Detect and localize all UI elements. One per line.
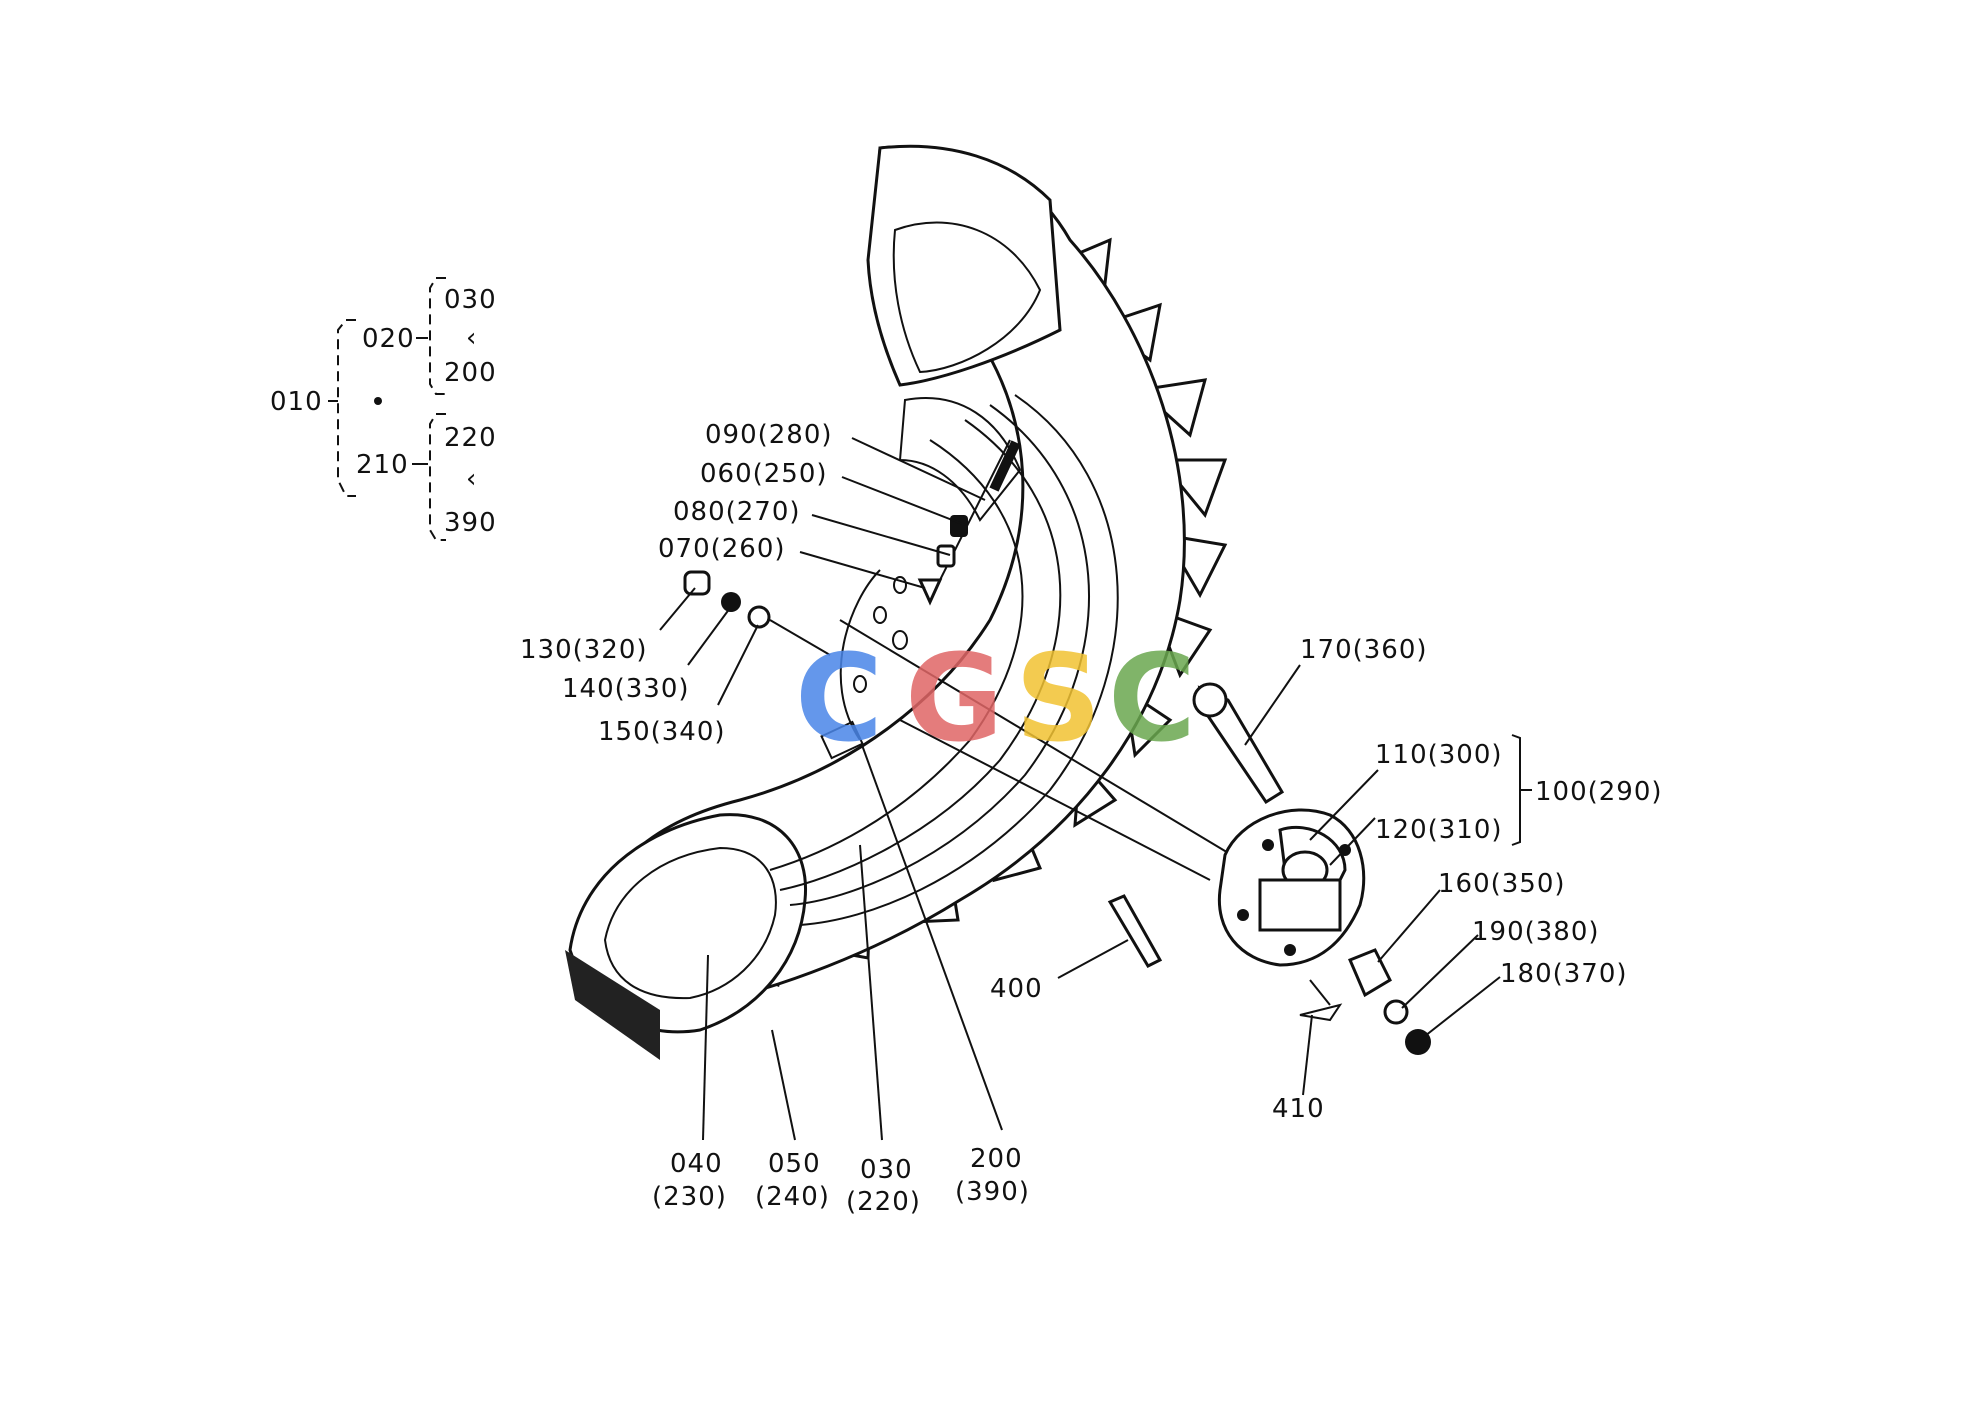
valve-stem-090 [989, 440, 1021, 492]
cotter-pin-410 [1299, 1003, 1343, 1022]
callout-200-line1: 200 [970, 1144, 1023, 1174]
watermark-letter-2: G [905, 630, 1004, 769]
nut-180 [1405, 1029, 1431, 1055]
tire-section-top [866, 144, 1062, 387]
tree-group-2-range-mark: ‹ [466, 464, 477, 494]
valve-cap-070 [917, 578, 943, 606]
valve-washer-080 [936, 544, 956, 568]
watermark: C G S C [795, 630, 1196, 769]
callout-110: 110(300) [1375, 740, 1503, 770]
watermark-letter-4: C [1108, 630, 1196, 769]
callout-070: 070(260) [658, 534, 786, 564]
bracket-100 [1511, 734, 1521, 846]
washer-150 [747, 605, 771, 629]
callout-150: 150(340) [598, 717, 726, 747]
nut-140 [721, 592, 741, 612]
tree-group-1-start: 030 [444, 285, 497, 315]
patch-030 [820, 720, 864, 760]
callout-160: 160(350) [1438, 869, 1566, 899]
callout-080: 080(270) [673, 497, 801, 527]
callout-030-line2: (220) [846, 1187, 921, 1217]
callout-060: 060(250) [700, 459, 828, 489]
nut-130 [683, 570, 711, 596]
callout-050-line1: 050 [768, 1149, 821, 1179]
callout-130: 130(320) [520, 635, 648, 665]
tree-group-1-label: 020 [362, 324, 415, 354]
callout-410: 410 [1272, 1094, 1325, 1124]
callout-labels: 090(280) 060(250) 080(270) 070(260) 130(… [520, 420, 1663, 1217]
callout-140: 140(330) [562, 674, 690, 704]
valve-assembly [683, 439, 1021, 656]
tree-group-2-bracket [429, 413, 446, 541]
tree-group-1-end: 200 [444, 358, 497, 388]
callout-050-line2: (240) [755, 1182, 830, 1212]
pin-400 [1107, 894, 1163, 968]
tree-group-1-range-mark: ‹ [466, 323, 477, 353]
leader-lines [659, 437, 1532, 1141]
tree-group-2-end: 390 [444, 508, 497, 538]
tire-shadow [565, 950, 660, 1060]
tire-drawing [565, 144, 1228, 1060]
tree-group-2-start: 220 [444, 423, 497, 453]
parts-tree-legend: 010 020 030 ‹ 200 210 220 ‹ 390 [270, 277, 497, 541]
callout-030-line1: 030 [860, 1155, 913, 1185]
hub-assembly [839, 619, 1431, 1055]
callout-040-line1: 040 [670, 1149, 723, 1179]
tree-root-label: 010 [270, 387, 323, 417]
callout-190: 190(380) [1472, 917, 1600, 947]
callout-200-line2: (390) [955, 1177, 1030, 1207]
callout-180: 180(370) [1500, 959, 1628, 989]
callout-090: 090(280) [705, 420, 833, 450]
callout-120: 120(310) [1375, 815, 1503, 845]
cap-160 [1348, 948, 1392, 998]
tree-group-1-bracket [429, 277, 446, 395]
callout-040-line2: (230) [652, 1182, 727, 1212]
callout-170: 170(360) [1300, 635, 1428, 665]
flap [898, 397, 1022, 522]
tree-group-2-label: 210 [356, 450, 409, 480]
tree-root-bracket [337, 319, 356, 497]
washer-190 [1383, 999, 1409, 1025]
watermark-letter-1: C [795, 630, 883, 769]
valve-nut-060 [950, 515, 968, 537]
callout-400: 400 [990, 974, 1043, 1004]
watermark-letter-3: S [1015, 630, 1101, 769]
callout-100: 100(290) [1535, 777, 1663, 807]
tree-dot [374, 397, 382, 405]
